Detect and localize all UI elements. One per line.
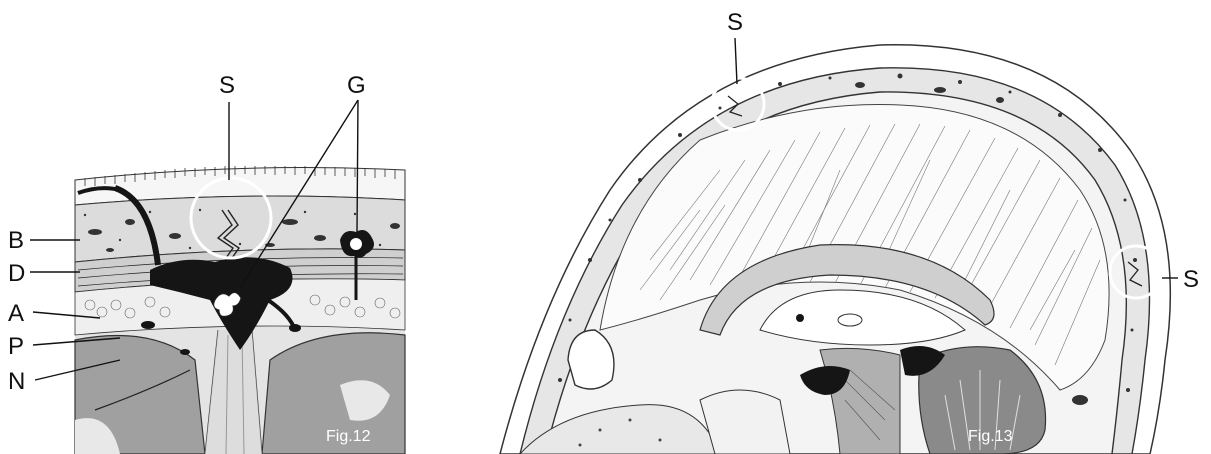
fig12-label-arachnoid: A bbox=[8, 300, 24, 327]
fig13-label-suture-top: S bbox=[727, 9, 743, 36]
fig12-label-dura: D bbox=[8, 260, 25, 287]
fig12-caption: Fig.12 bbox=[326, 428, 371, 445]
fig12-label-suture: S bbox=[219, 72, 235, 99]
fig13-label-suture-back: S bbox=[1183, 266, 1199, 293]
fig12-label-pia: P bbox=[8, 333, 24, 360]
fig13-caption: Fig.13 bbox=[968, 428, 1013, 445]
fig13-panel bbox=[500, 45, 1170, 454]
fig12-label-granulations: G bbox=[347, 72, 366, 99]
fig12-label-brain: N bbox=[8, 368, 25, 395]
fig12-label-bone: B bbox=[8, 227, 24, 254]
fig12-panel bbox=[75, 152, 405, 454]
